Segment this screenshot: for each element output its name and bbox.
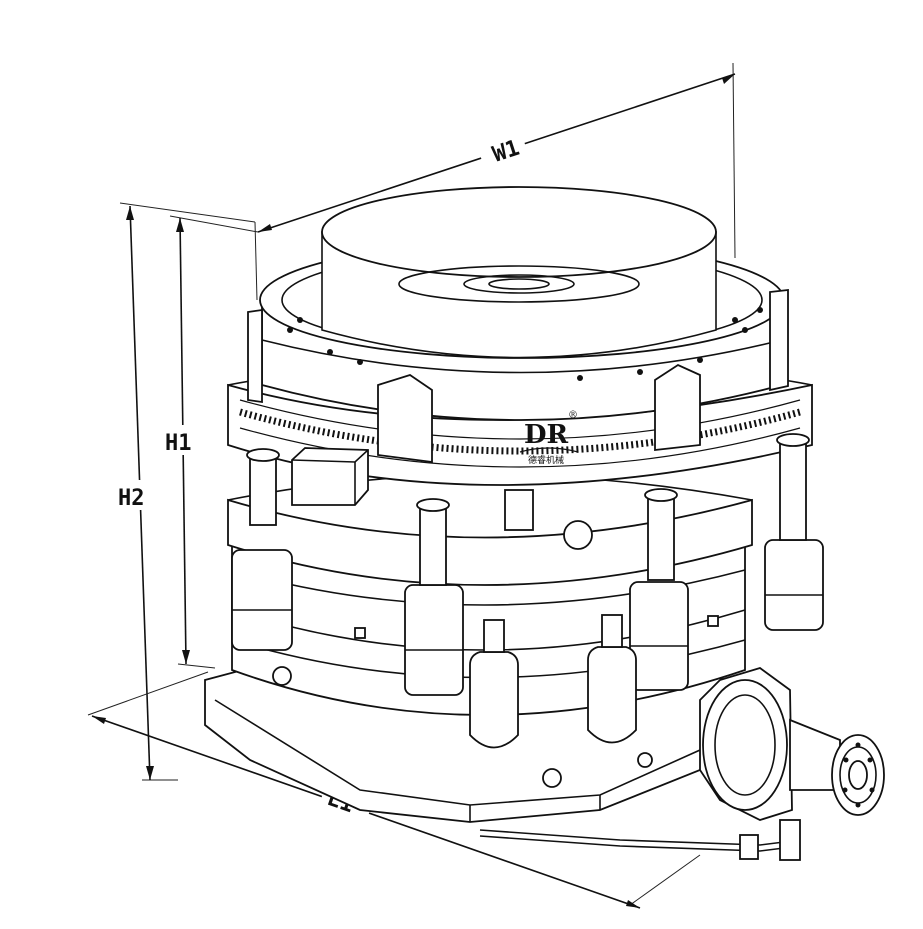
tramp-bolts <box>246 433 810 586</box>
logo-mark: DR <box>524 420 569 450</box>
clamp-cylinders <box>231 539 824 696</box>
gear-teeth <box>239 399 801 468</box>
company-logo: DR ® 德睿机械 <box>519 410 579 466</box>
h2-label: H2 <box>118 486 145 511</box>
logo-company-name: 德睿机械 <box>528 454 564 466</box>
accumulators <box>469 614 637 749</box>
countershaft <box>699 667 885 821</box>
crusher-body <box>204 186 885 861</box>
dimension-h1: H1 <box>163 215 259 669</box>
h1-label: H1 <box>165 431 192 456</box>
registered-mark: ® <box>568 410 578 421</box>
dimension-h2: H2 <box>117 202 256 781</box>
ring-bolts <box>287 307 763 381</box>
